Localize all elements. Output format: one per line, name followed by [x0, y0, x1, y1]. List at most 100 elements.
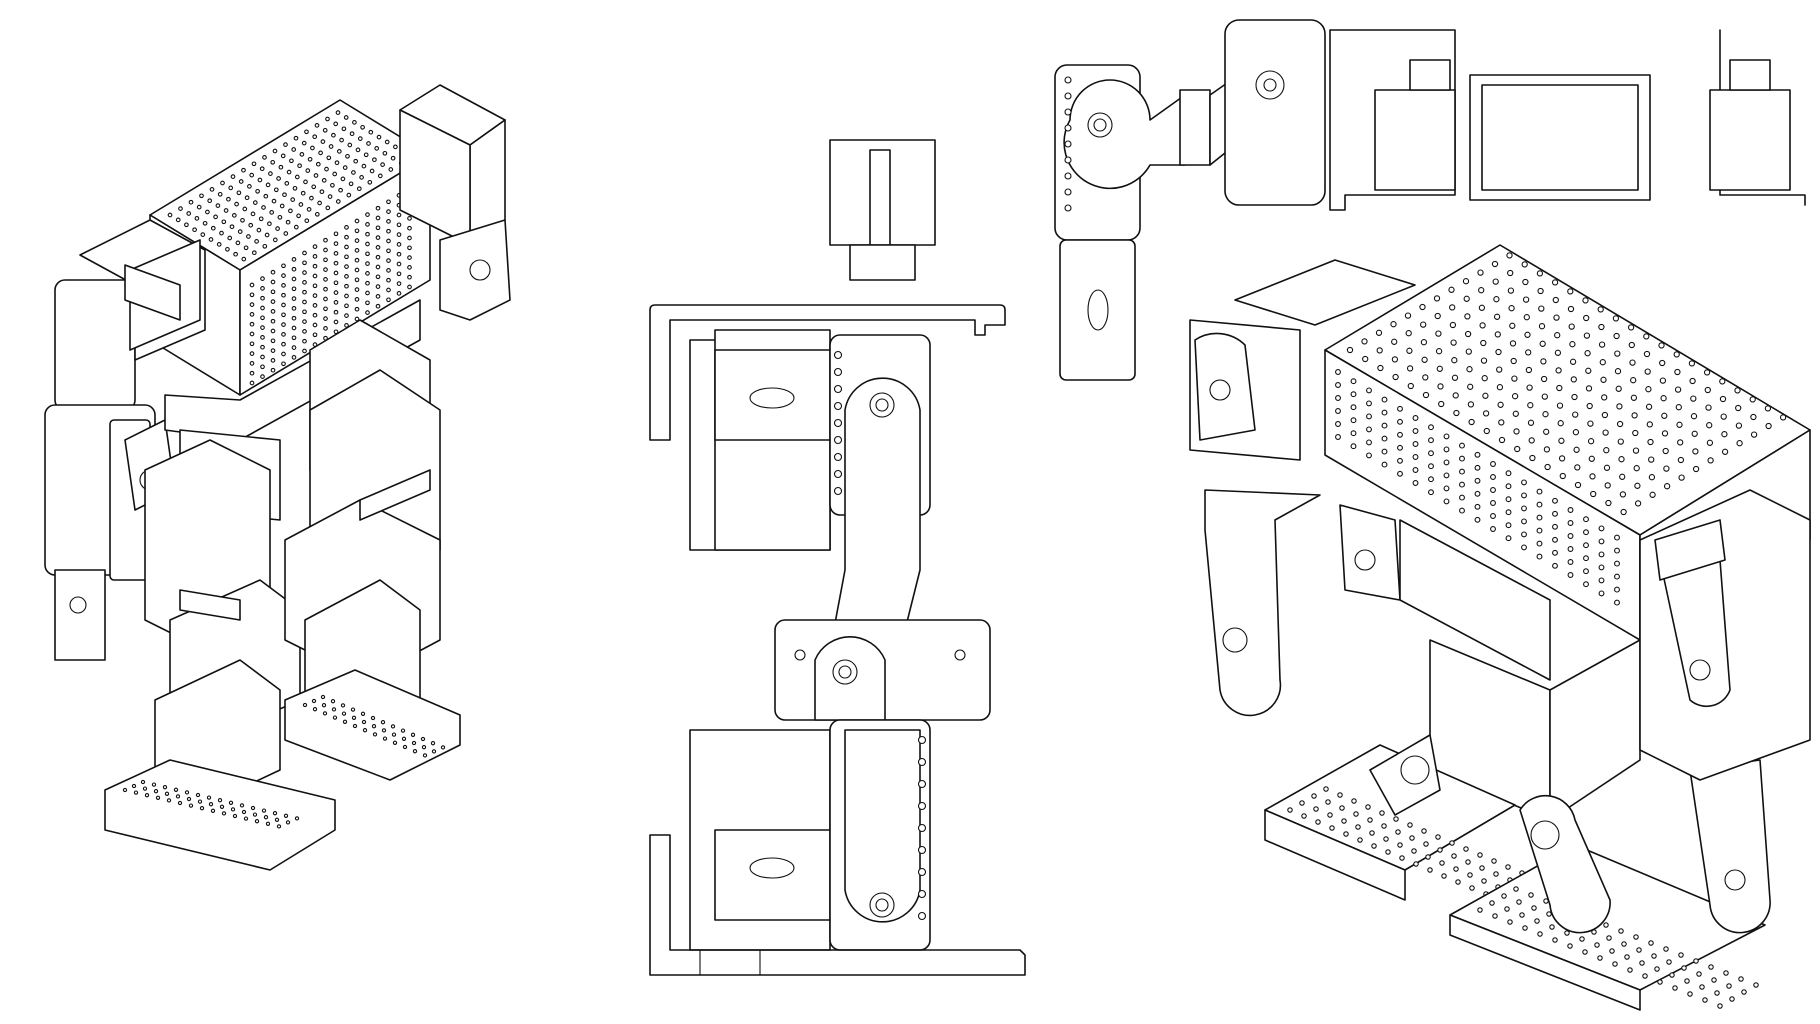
hole	[184, 790, 190, 795]
hole	[375, 274, 381, 280]
hole	[260, 325, 265, 330]
hole	[1636, 947, 1642, 953]
hole	[1335, 434, 1341, 440]
hole	[917, 801, 927, 811]
hole	[1614, 547, 1620, 554]
hole	[1467, 383, 1474, 390]
hole	[1397, 405, 1403, 412]
hole	[323, 277, 328, 282]
hole	[278, 164, 284, 170]
hole	[1549, 924, 1555, 930]
hole	[1551, 279, 1559, 286]
hole	[1601, 394, 1608, 401]
hole	[1505, 864, 1511, 870]
hole	[175, 794, 181, 799]
hole	[344, 303, 349, 309]
hole	[1427, 867, 1433, 873]
hole	[304, 218, 310, 224]
hole	[1350, 430, 1357, 437]
hole	[1598, 577, 1605, 584]
hole	[386, 199, 391, 205]
hole	[260, 335, 265, 340]
hole	[1603, 922, 1609, 928]
hole	[291, 355, 297, 360]
hole	[1690, 413, 1698, 420]
hole	[1311, 793, 1317, 799]
hole	[1329, 825, 1335, 831]
hole	[249, 370, 255, 376]
hole	[284, 181, 290, 186]
hole	[291, 257, 297, 262]
hole	[1381, 409, 1388, 416]
hole	[274, 817, 280, 822]
hole	[1366, 426, 1372, 433]
hole	[396, 212, 402, 218]
hole	[386, 268, 391, 273]
hole	[1552, 937, 1558, 943]
hole	[347, 142, 353, 148]
hole	[1376, 347, 1383, 354]
hole	[1474, 451, 1481, 458]
hole	[380, 720, 386, 725]
hole	[283, 142, 288, 147]
hole	[251, 250, 257, 256]
hole	[281, 351, 286, 357]
hole	[1678, 952, 1684, 958]
hole	[1393, 816, 1399, 822]
hole	[323, 326, 328, 331]
hole	[1606, 935, 1612, 941]
hole	[1538, 323, 1546, 330]
hole	[270, 279, 276, 285]
hole	[1481, 375, 1488, 382]
hole	[333, 231, 339, 237]
hole	[1490, 474, 1496, 480]
hole	[1459, 468, 1465, 475]
hole	[343, 115, 349, 120]
hole	[369, 168, 375, 174]
hole	[1498, 436, 1506, 444]
hole	[1407, 382, 1414, 390]
hole	[1350, 404, 1357, 411]
hole	[1572, 411, 1579, 418]
hole	[1567, 305, 1575, 313]
hole	[1505, 483, 1512, 490]
hole	[1706, 439, 1714, 446]
hole	[332, 715, 338, 720]
hole	[237, 229, 243, 234]
hole	[1064, 140, 1072, 148]
hole	[1719, 378, 1726, 385]
hole	[1676, 421, 1683, 428]
hole	[1567, 572, 1574, 578]
hole	[312, 244, 318, 249]
hole	[279, 203, 285, 209]
hole	[281, 322, 286, 327]
hole	[1528, 437, 1535, 444]
hole	[1556, 402, 1564, 409]
hole	[1604, 482, 1611, 489]
hole	[1707, 457, 1714, 464]
hole	[210, 225, 216, 231]
hole	[219, 804, 225, 809]
hole	[327, 194, 333, 199]
hole	[281, 283, 286, 288]
hole	[1449, 321, 1457, 329]
hole	[365, 261, 370, 266]
hole	[372, 157, 377, 163]
hole	[333, 290, 339, 295]
hole	[1327, 812, 1333, 818]
hole	[1627, 324, 1635, 331]
hole	[342, 719, 348, 724]
hole	[240, 217, 245, 223]
hole	[1449, 304, 1456, 311]
hole	[1692, 465, 1700, 473]
hole	[355, 147, 361, 153]
hole	[1412, 480, 1419, 486]
hole	[1443, 472, 1450, 479]
hole	[1705, 404, 1712, 411]
hole	[1619, 491, 1627, 498]
hole	[164, 791, 170, 796]
head-neck	[849, 244, 916, 281]
hole	[249, 302, 255, 307]
hole	[291, 286, 297, 292]
hole	[307, 156, 313, 162]
